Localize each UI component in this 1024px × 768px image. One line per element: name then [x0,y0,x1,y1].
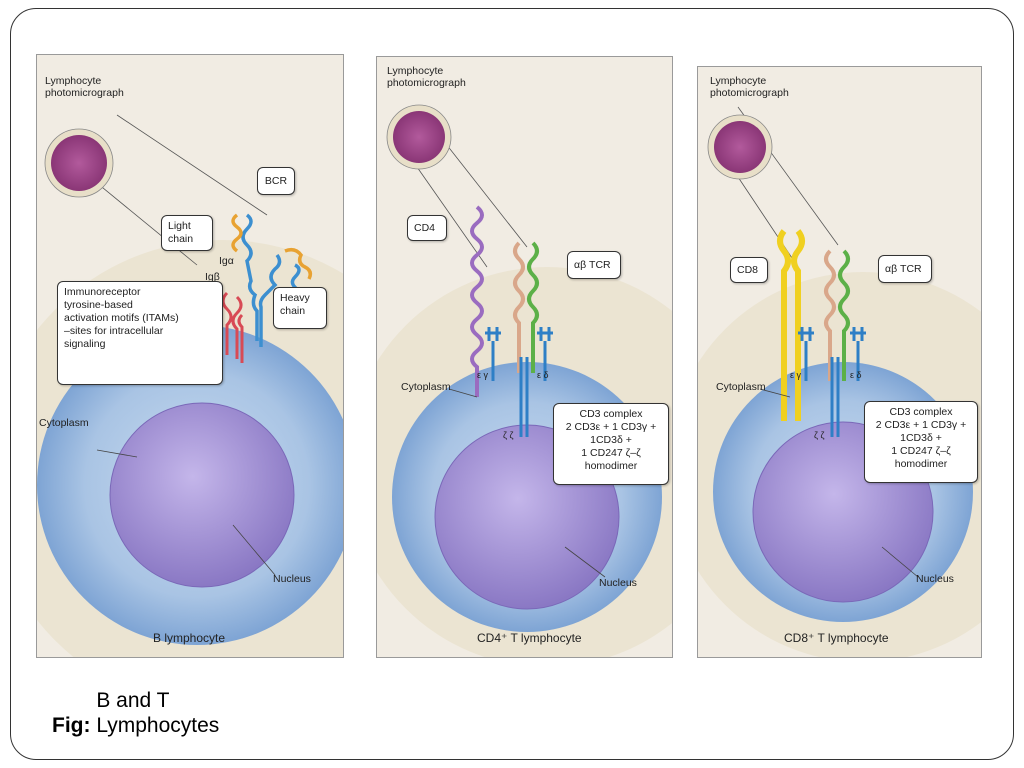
figure-caption: Fig: B and T Lymphocytes [52,688,246,738]
tcr-beta-chain [527,241,539,373]
ig-beta-label: Igβ [205,271,220,283]
cd3-complex-callout: CD3 complex 2 CD3ε + 1 CD3γ + 1CD3δ + 1 … [864,401,978,483]
zeta-zeta-label: ζ ζ [503,430,514,440]
zeta-zeta-label: ζ ζ [814,430,825,440]
figure-caption-text: B and T Lymphocytes [96,689,220,737]
light-chain-callout: Light chain [161,215,213,251]
nucleus-label: Nucleus [916,573,954,585]
cd8-callout: CD8 [730,257,768,283]
nucleus [109,402,295,588]
ig-alpha-beta [221,291,244,363]
tcr-beta-chain [838,249,850,381]
cytoplasm-label: Cytoplasm [401,381,451,393]
panel-title: B lymphocyte [153,631,226,645]
cd8-t-lymphocyte-panel: Lymphocyte photomicrograph CD8 αβ TCR Cy… [697,66,982,658]
slide-frame [10,8,1014,760]
bcr-heavy-chain [241,213,301,347]
photomicrograph-label: Lymphocyte photomicrograph [45,75,124,99]
epsilon-gamma-label: ε γ [477,370,489,380]
tcr-callout: αβ TCR [567,251,621,279]
cd4-molecule [470,205,484,397]
itam-callout: Immunoreceptor tyrosine-based activation… [57,281,223,385]
b-lymphocyte-panel: Lymphocyte photomicrograph BCR Light cha… [36,54,344,658]
cd4-callout: CD4 [407,215,447,241]
ig-alpha-label: Igα [219,255,234,267]
cytoplasm-label: Cytoplasm [39,417,89,429]
epsilon-delta-label: ε δ [537,370,549,380]
cd8-molecule [777,229,805,421]
figure-caption-prefix: Fig: [52,714,91,737]
tcr-callout: αβ TCR [878,255,932,283]
nucleus-label: Nucleus [599,577,637,589]
nucleus-label: Nucleus [273,573,311,585]
cd4-t-lymphocyte-illustration [377,104,672,657]
photomicrograph-label: Lymphocyte photomicrograph [387,65,466,89]
tcr-alpha-chain [824,249,836,381]
cd3-complex [485,327,553,437]
bcr-light-chain [231,213,313,280]
bcr-callout: BCR [257,167,295,195]
epsilon-gamma-label: ε γ [790,370,802,380]
tcr-alpha-chain [513,241,525,373]
cd3-complex [798,327,866,437]
panel-title: CD8⁺ T lymphocyte [784,631,889,645]
cd3-complex-callout: CD3 complex 2 CD3ε + 1 CD3γ + 1CD3δ + 1 … [553,403,669,485]
cd8-t-lymphocyte-illustration [698,106,981,657]
panel-title: CD4⁺ T lymphocyte [477,631,582,645]
photomicrograph-label: Lymphocyte photomicrograph [710,75,789,99]
cd4-t-lymphocyte-panel: Lymphocyte photomicrograph CD4 αβ TCR Cy… [376,56,673,658]
cytoplasm-label: Cytoplasm [716,381,766,393]
epsilon-delta-label: ε δ [850,370,862,380]
heavy-chain-callout: Heavy chain [273,287,327,329]
